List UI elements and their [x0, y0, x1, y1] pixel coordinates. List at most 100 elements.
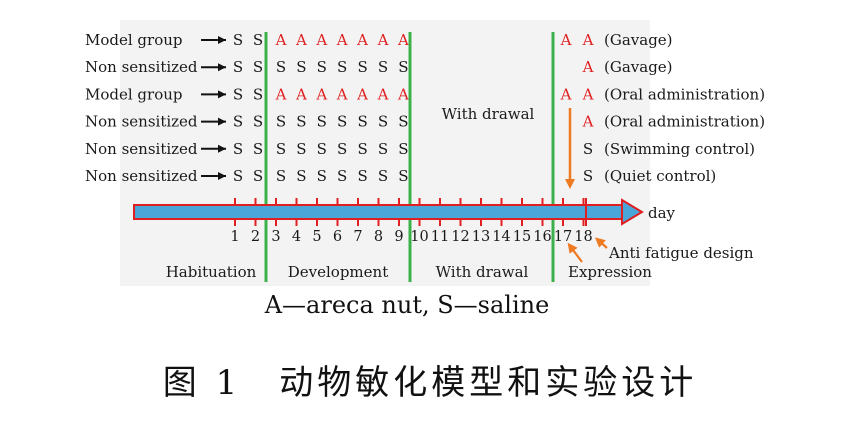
areca-cell: A — [397, 85, 409, 103]
day-number: 12 — [451, 229, 469, 245]
areca-cell: A — [560, 85, 572, 103]
areca-cell: A — [582, 58, 594, 76]
day-number: 13 — [472, 229, 490, 245]
day-number: 2 — [251, 229, 260, 245]
areca-cell: A — [275, 31, 287, 49]
day-number: 10 — [410, 229, 428, 245]
saline-cell: S — [317, 58, 327, 76]
day-number: 16 — [533, 229, 551, 245]
saline-cell: S — [337, 113, 347, 131]
group-label: Model group — [85, 85, 183, 103]
saline-cell: S — [337, 167, 347, 185]
group-label: Model group — [85, 31, 183, 49]
day-number: 4 — [292, 229, 301, 245]
group-label: Non sensitized — [85, 140, 198, 158]
areca-cell: A — [356, 31, 368, 49]
areca-cell: A — [377, 85, 389, 103]
saline-cell: S — [357, 167, 367, 185]
anti-fatigue-label: Anti fatigue design — [608, 244, 754, 262]
saline-cell: S — [296, 58, 306, 76]
areca-cell: A — [397, 31, 409, 49]
saline-cell: S — [378, 140, 388, 158]
saline-cell: S — [337, 58, 347, 76]
group-treatment-note: (Oral administration) — [604, 85, 765, 103]
areca-cell: A — [582, 85, 594, 103]
withdrawal-label: With drawal — [442, 105, 535, 123]
saline-cell: S — [378, 58, 388, 76]
areca-cell: A — [295, 85, 307, 103]
saline-cell: S — [378, 113, 388, 131]
saline-cell: S — [253, 140, 263, 158]
group-treatment-note: (Oral administration) — [604, 113, 765, 131]
areca-cell: A — [582, 113, 594, 131]
saline-cell: S — [296, 140, 306, 158]
areca-cell: A — [336, 31, 348, 49]
saline-cell: S — [233, 58, 243, 76]
areca-cell: A — [356, 85, 368, 103]
saline-cell: S — [583, 140, 593, 158]
saline-cell: S — [357, 140, 367, 158]
areca-cell: A — [275, 85, 287, 103]
saline-cell: S — [317, 140, 327, 158]
day-number: 9 — [394, 229, 403, 245]
areca-cell: A — [315, 31, 327, 49]
saline-cell: S — [296, 113, 306, 131]
group-treatment-note: (Gavage) — [604, 31, 673, 49]
phase-label-withdrawal: With drawal — [436, 263, 529, 281]
group-label: Non sensitized — [85, 113, 198, 131]
day-number: 17 — [554, 229, 572, 245]
day-number: 8 — [374, 229, 383, 245]
saline-cell: S — [317, 167, 327, 185]
areca-cell: A — [582, 31, 594, 49]
day-number: 18 — [574, 229, 592, 245]
saline-cell: S — [398, 167, 408, 185]
saline-cell: S — [233, 167, 243, 185]
day-number: 3 — [271, 229, 280, 245]
anti-fatigue-arrow-18 — [595, 237, 608, 249]
areca-cell: A — [377, 31, 389, 49]
timeline — [133, 198, 644, 226]
phase-label-expression: Expression — [568, 263, 652, 281]
saline-cell: S — [357, 58, 367, 76]
saline-cell: S — [276, 140, 286, 158]
group-treatment-note: (Gavage) — [604, 58, 673, 76]
areca-cell: A — [560, 31, 572, 49]
saline-cell: S — [276, 113, 286, 131]
phase-label-habituation: Habituation — [166, 263, 257, 281]
day-number: 14 — [492, 229, 510, 245]
day-number: 7 — [353, 229, 362, 245]
day-number: 1 — [230, 229, 239, 245]
saline-cell: S — [398, 58, 408, 76]
day-number: 15 — [513, 229, 531, 245]
areca-cell: A — [336, 85, 348, 103]
saline-cell: S — [317, 113, 327, 131]
saline-cell: S — [296, 167, 306, 185]
day-number: 6 — [333, 229, 342, 245]
group-label: Non sensitized — [85, 167, 198, 185]
day-number: 5 — [312, 229, 321, 245]
timeline-ticks — [234, 198, 585, 226]
diagram-panel — [120, 20, 650, 286]
group-label: Non sensitized — [85, 58, 198, 76]
day-unit-label: day — [648, 204, 676, 222]
saline-cell: S — [253, 85, 263, 103]
day-number: 11 — [431, 229, 449, 245]
legend-text: A—areca nut, S—saline — [264, 291, 550, 319]
saline-cell: S — [398, 113, 408, 131]
saline-cell: S — [357, 113, 367, 131]
saline-cell: S — [233, 113, 243, 131]
saline-cell: S — [398, 140, 408, 158]
saline-cell: S — [337, 140, 347, 158]
saline-cell: S — [253, 58, 263, 76]
areca-cell: A — [295, 31, 307, 49]
group-treatment-note: (Quiet control) — [604, 167, 716, 185]
phase-label-development: Development — [288, 263, 388, 281]
